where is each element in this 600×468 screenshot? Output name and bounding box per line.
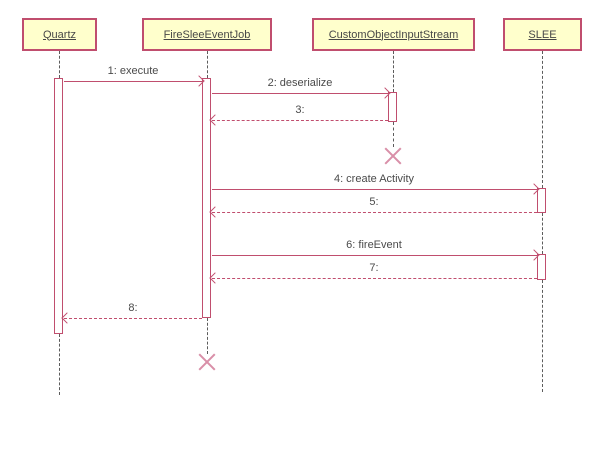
destroy-x-icon bbox=[384, 147, 402, 165]
message-line-return-8 bbox=[61, 312, 202, 324]
activation-bar-slee-2 bbox=[537, 254, 546, 280]
lifeline-quartz bbox=[59, 51, 60, 78]
arrow-left-icon bbox=[61, 312, 73, 324]
lifeline-header-slee: SLEE bbox=[503, 18, 582, 51]
arrow-left-icon bbox=[209, 114, 221, 126]
message-line-return-5 bbox=[209, 206, 537, 218]
lifeline-firesleeeventjob bbox=[207, 318, 208, 354]
activation-bar-quartz bbox=[54, 78, 63, 334]
message-line-return-3 bbox=[209, 114, 388, 126]
lifeline-slee bbox=[542, 51, 543, 188]
message-line-fireevent bbox=[212, 249, 540, 261]
activation-bar-customobjectinputstream bbox=[388, 92, 397, 122]
activation-bar-slee-1 bbox=[537, 188, 546, 213]
lifeline-slee bbox=[542, 213, 543, 254]
lifeline-header-firesleeeventjob: FireSleeEventJob bbox=[142, 18, 272, 51]
destroy-x-icon bbox=[198, 353, 216, 371]
arrow-left-icon bbox=[209, 272, 221, 284]
message-label: 4: create Activity bbox=[333, 173, 415, 185]
activation-bar-firesleeeventjob bbox=[202, 78, 211, 318]
lifeline-slee bbox=[542, 280, 543, 392]
message-line-execute bbox=[64, 75, 205, 87]
message-label: 5: bbox=[369, 196, 379, 208]
lifeline-customobjectinputstream bbox=[393, 122, 394, 147]
message-label: 7: bbox=[369, 262, 379, 274]
lifeline-name: Quartz bbox=[42, 28, 76, 41]
lifeline-name: SLEE bbox=[528, 28, 557, 41]
arrow-left-icon bbox=[209, 206, 221, 218]
message-line-create-activity bbox=[212, 183, 540, 195]
message-line-deserialize bbox=[212, 87, 391, 99]
lifeline-name: FireSleeEventJob bbox=[163, 28, 251, 41]
lifeline-firesleeeventjob bbox=[207, 51, 208, 78]
message-line-return-7 bbox=[209, 272, 537, 284]
lifeline-header-customobjectinputstream: CustomObjectInputStream bbox=[312, 18, 475, 51]
lifeline-customobjectinputstream bbox=[393, 51, 394, 92]
lifeline-name: CustomObjectInputStream bbox=[328, 28, 459, 41]
message-label: 6: fireEvent bbox=[346, 239, 402, 251]
lifeline-header-quartz: Quartz bbox=[22, 18, 97, 51]
message-label: 2: deserialize bbox=[267, 77, 333, 89]
message-label: 8: bbox=[128, 302, 138, 314]
message-label: 3: bbox=[295, 104, 305, 116]
lifeline-quartz bbox=[59, 334, 60, 395]
message-label: 1: execute bbox=[107, 65, 159, 77]
